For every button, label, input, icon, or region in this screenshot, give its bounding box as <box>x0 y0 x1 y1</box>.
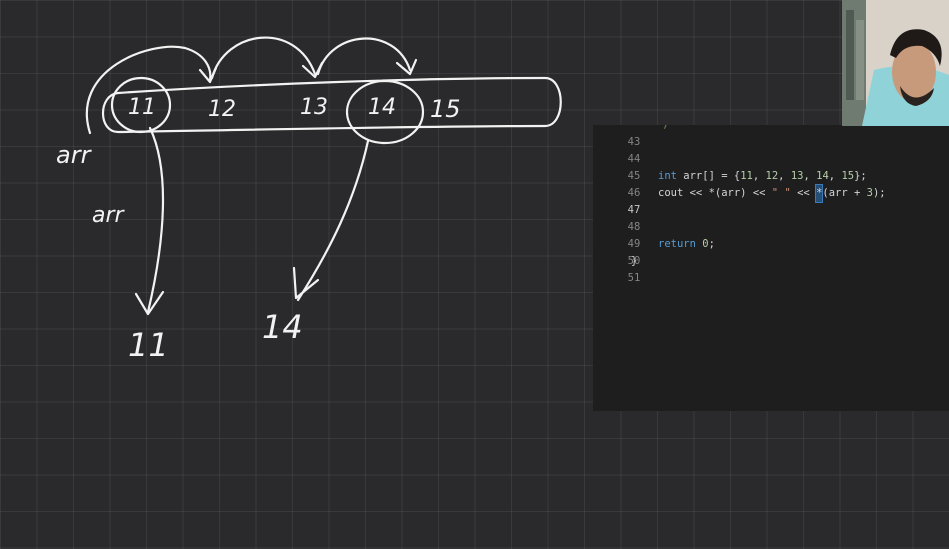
array-value-4: 15 <box>430 95 461 123</box>
line-number: 49 <box>627 238 641 250</box>
code-line-45: 45 <box>593 151 641 182</box>
presenter-video <box>842 0 949 126</box>
code-line-43: 43 */ <box>593 125 670 148</box>
code-line-44: 44 <box>593 134 641 165</box>
label-arr-pointer: arr <box>92 203 126 228</box>
decl-value-0: 11 <box>740 170 753 182</box>
jump-arrow-1 <box>86 45 212 135</box>
keyword-return: return <box>658 238 696 250</box>
deref-arrow-14-head <box>292 266 320 300</box>
space-string: " " <box>771 187 791 199</box>
decl-end: }; <box>854 170 867 182</box>
code-line-51: 51 } <box>593 253 641 284</box>
code-line-47: 47 cout << *(arr) << " " << *(arr + 3); <box>593 184 886 216</box>
label-arr-main: arr <box>56 141 93 169</box>
code-line-49: 49 <box>593 219 641 250</box>
array-value-3: 14 <box>368 95 396 120</box>
line-number: 43 <box>627 136 641 148</box>
webcam-overlay <box>842 0 949 126</box>
highlight-circle-14 <box>345 79 425 145</box>
array-value-0: 11 <box>128 95 156 120</box>
line-number: 48 <box>627 221 641 233</box>
result-14: 14 <box>262 308 303 346</box>
code-editor[interactable]: 43 */ 44 45 46 int arr[] = {11, 12, 13, … <box>593 125 949 411</box>
comment-end: */ <box>657 125 670 131</box>
return-statement[interactable]: return 0; <box>658 236 715 253</box>
return-end: ; <box>708 238 715 250</box>
deref-arrow-11 <box>146 126 165 314</box>
cout-statement[interactable]: cout << *(arr) << " " << *(arr + 3); <box>658 184 886 203</box>
decl-value-2: 13 <box>790 170 804 182</box>
array-value-2: 13 <box>300 95 328 120</box>
jump-arrow-3-head <box>395 58 418 76</box>
decl-value-1: 12 <box>765 170 779 182</box>
line-number: 47 <box>627 204 641 216</box>
cout-text-d: ); <box>872 187 886 199</box>
result-11: 11 <box>128 326 169 364</box>
line-number: 45 <box>627 170 641 182</box>
closing-brace: } <box>631 255 638 267</box>
highlight-circle-11 <box>110 76 172 134</box>
cout-text-b: << <box>790 187 817 199</box>
return-value: 0 <box>702 238 709 250</box>
code-line-48: 48 <box>593 202 641 233</box>
code-line-50: 50 return 0; <box>593 236 715 267</box>
decl-value-3: 14 <box>816 170 829 182</box>
line-number: 50 <box>627 255 641 267</box>
text-cursor[interactable]: * <box>815 184 824 203</box>
line-number: 46 <box>627 187 641 199</box>
offset-number: 3 <box>866 187 873 199</box>
jump-arrow-3 <box>316 37 412 76</box>
code-line-46: 46 int arr[] = {11, 12, 13, 14, 15}; <box>593 168 867 199</box>
deref-arrow-11-head <box>134 290 165 316</box>
array-declaration[interactable]: int arr[] = {11, 12, 13, 14, 15}; <box>658 170 867 182</box>
array-value-1: 12 <box>208 97 236 122</box>
cout-text-c: (arr + <box>822 187 867 199</box>
cout-text-a: cout << *(arr) << <box>658 187 772 199</box>
decl-value-4: 15 <box>841 170 855 182</box>
keyword-int: int <box>658 170 677 182</box>
decl-text: arr[] = { <box>676 170 741 182</box>
line-number: 51 <box>627 272 641 284</box>
line-number: 44 <box>627 153 641 165</box>
deref-arrow-14 <box>296 139 370 302</box>
jump-arrow-2 <box>210 36 317 80</box>
array-outline <box>102 76 562 134</box>
